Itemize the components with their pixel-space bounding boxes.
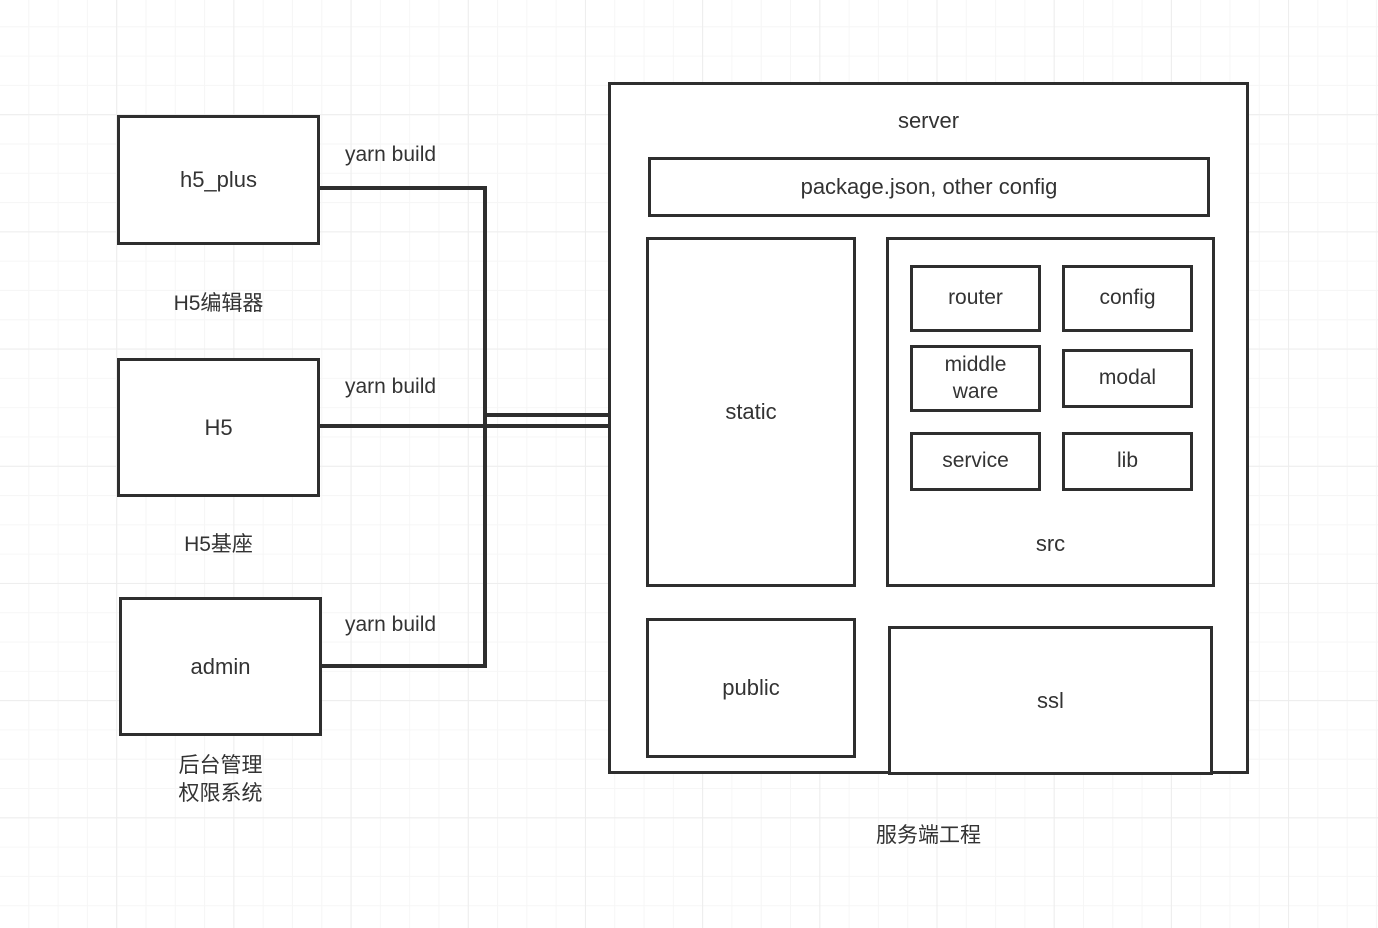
server-title: server [897,108,960,133]
box-admin[interactable]: admin [119,597,322,736]
box-lib[interactable]: lib [1062,432,1193,491]
edge-label-admin: yarn build [345,613,437,636]
caption-admin: 后台管理 权限系统 [178,754,263,806]
box-ssl[interactable]: ssl [888,626,1213,775]
box-ssl-label: ssl [1037,687,1064,713]
box-middleware[interactable]: middle ware [910,345,1041,412]
box-h5[interactable]: H5 [117,358,320,497]
box-h5-label: H5 [204,414,233,440]
box-modal-label: modal [1098,366,1157,390]
box-public-label: public [722,675,780,701]
box-config[interactable]: config [1062,265,1193,332]
box-router-label: router [948,286,1003,310]
box-middleware-label: middle ware [944,353,1007,403]
edge-label-h5: yarn build [345,375,437,398]
box-config-label: config [1099,286,1156,310]
edge-label-h5-plus: yarn build [345,143,437,166]
box-package-config-label: package.json, other config [800,174,1058,200]
caption-h5: H5基座 [184,533,253,556]
box-h5-plus[interactable]: h5_plus [117,115,320,245]
box-admin-label: admin [190,653,251,679]
box-service[interactable]: service [910,432,1041,491]
box-router[interactable]: router [910,265,1041,332]
box-modal[interactable]: modal [1062,349,1193,408]
caption-server: 服务端工程 [876,824,981,847]
caption-h5-plus: H5编辑器 [173,292,264,315]
box-lib-label: lib [1116,449,1138,473]
box-static-label: static [725,399,777,425]
box-static[interactable]: static [646,237,856,587]
box-public[interactable]: public [646,618,856,758]
box-h5-plus-label: h5_plus [179,167,258,193]
box-service-label: service [942,449,1009,473]
box-package-config[interactable]: package.json, other config [648,157,1210,217]
src-title: src [1035,531,1066,556]
